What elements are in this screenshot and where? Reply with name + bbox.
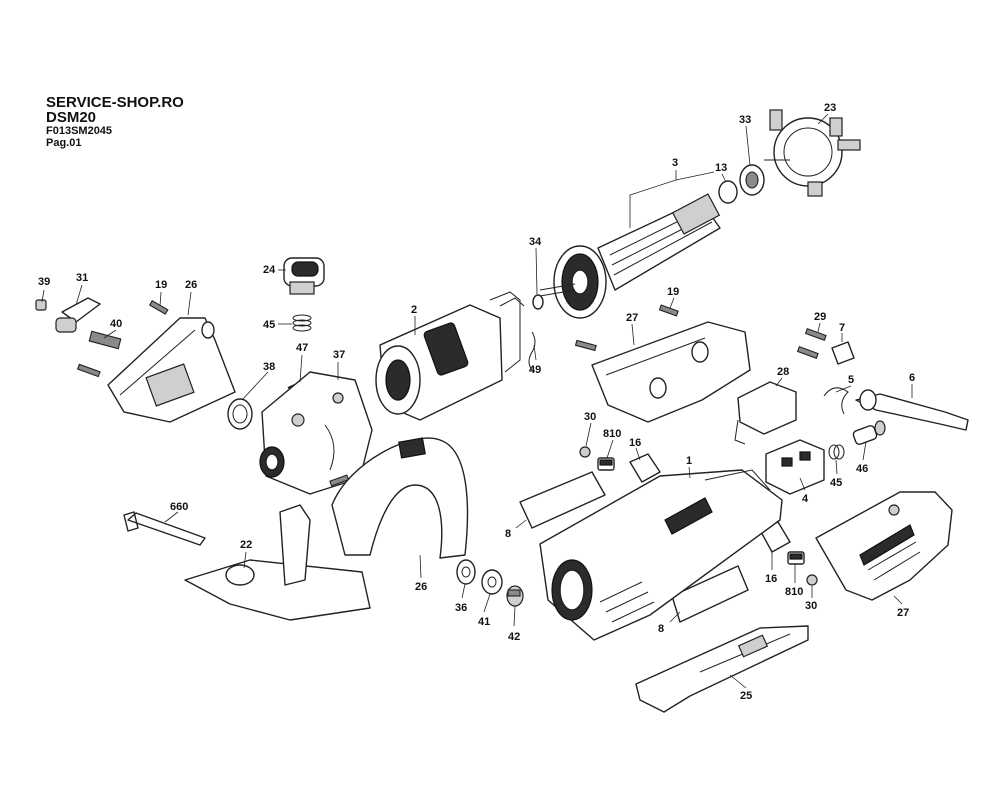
part-39-screw (35, 299, 47, 311)
part-19-screw-left (148, 300, 169, 315)
label-45-right: 45 (830, 477, 842, 489)
label-37: 37 (333, 349, 345, 361)
label-29: 29 (814, 311, 826, 323)
label-42: 42 (508, 631, 520, 643)
label-27-top: 27 (626, 312, 638, 324)
label-41: 41 (478, 616, 490, 628)
label-26-right: 26 (415, 581, 427, 593)
label-5: 5 (848, 374, 854, 386)
screw-27-left (574, 339, 597, 352)
model-title: DSM20 (46, 109, 97, 126)
part-16-brush-holder-upper (629, 453, 661, 483)
part-34-washer (532, 294, 544, 310)
part-31-knob (55, 297, 101, 333)
page-number: Pag.01 (46, 137, 82, 149)
part-33-bearing (739, 164, 765, 196)
label-30-upper: 30 (584, 411, 596, 423)
label-40: 40 (110, 318, 122, 330)
label-38: 38 (263, 361, 275, 373)
part-26-housing-left (107, 317, 236, 423)
shop-title: SERVICE-SHOP.RO (46, 94, 184, 111)
label-3: 3 (672, 157, 678, 169)
screw-gear-housing (329, 474, 350, 487)
label-4: 4 (802, 493, 809, 505)
part-26-blade-guard (331, 437, 469, 559)
label-1: 1 (686, 455, 692, 467)
label-25: 25 (740, 690, 752, 702)
part-37-gear-housing (259, 371, 373, 495)
part-36-flange (456, 559, 476, 585)
label-45-upper: 45 (263, 319, 275, 331)
label-26-left: 26 (185, 279, 197, 291)
label-6: 6 (909, 372, 915, 384)
part-25-bottom-cover (635, 625, 809, 713)
part-810-brush-upper (597, 457, 615, 471)
leader-lines (41, 113, 913, 689)
part-19-screw-right (658, 304, 679, 317)
label-19-right: 19 (667, 286, 679, 298)
part-22-base-plate (184, 504, 371, 621)
part-27-handle-cover (815, 491, 953, 601)
part-30-screw-upper (579, 446, 591, 458)
part-5-cable-protector (823, 387, 849, 415)
part-810-brush-lower (787, 551, 805, 565)
label-39: 39 (38, 276, 50, 288)
label-46: 46 (856, 463, 868, 475)
label-30-lower: 30 (805, 600, 817, 612)
label-16-upper: 16 (629, 437, 641, 449)
label-34: 34 (529, 236, 542, 248)
label-22: 22 (240, 539, 252, 551)
part-24-switch-button (283, 257, 325, 295)
part-code: F013SM2045 (46, 125, 113, 137)
screw-left-lower (76, 363, 101, 378)
label-16-lower: 16 (765, 573, 777, 585)
part-45-spring-right (828, 444, 845, 460)
label-13: 13 (715, 162, 727, 174)
part-49-clip (528, 331, 536, 371)
label-47: 47 (296, 342, 308, 354)
label-49: 49 (529, 364, 541, 376)
part-6-power-cord (855, 389, 969, 431)
part-13-washer (718, 180, 738, 204)
label-810-upper: 810 (603, 428, 621, 440)
part-41-washer (481, 569, 503, 595)
label-8-upper: 8 (505, 528, 511, 540)
label-8-lower: 8 (658, 623, 664, 635)
part-27-housing-top (591, 321, 751, 423)
part-29-screw-a (804, 327, 827, 341)
label-810-lower: 810 (785, 586, 803, 598)
part-660-hex-key (123, 511, 206, 546)
part-7-cable-clamp (831, 341, 855, 365)
label-24: 24 (263, 264, 276, 276)
part-38-ring (227, 398, 253, 430)
label-33: 33 (739, 114, 751, 126)
part-30-screw-lower (806, 574, 818, 586)
label-660: 660 (170, 501, 188, 513)
label-27-lower: 27 (897, 607, 909, 619)
label-7: 7 (839, 322, 845, 334)
part-28-capacitor (734, 381, 797, 445)
label-19-left: 19 (155, 279, 167, 291)
part-1-motor-housing (539, 469, 783, 641)
part-45-spring (292, 314, 312, 332)
part-3-armature (539, 193, 721, 319)
part-8-label-lower (671, 565, 749, 623)
label-28: 28 (777, 366, 789, 378)
part-46-lock-button (852, 420, 886, 445)
part-4-switch (765, 439, 825, 495)
label-31: 31 (76, 272, 88, 284)
part-number-labels: 39 31 40 19 26 24 45 38 47 37 2 34 49 3 … (38, 102, 915, 702)
part-42-bolt (506, 585, 524, 607)
label-2: 2 (411, 304, 417, 316)
label-36: 36 (455, 602, 467, 614)
part-29-screw-b (796, 345, 819, 359)
part-2-stator (375, 291, 525, 421)
part-8-label-upper (519, 471, 606, 529)
part-23-brush-ring (764, 109, 861, 197)
part-40-bolt (88, 330, 122, 350)
label-23: 23 (824, 102, 836, 114)
